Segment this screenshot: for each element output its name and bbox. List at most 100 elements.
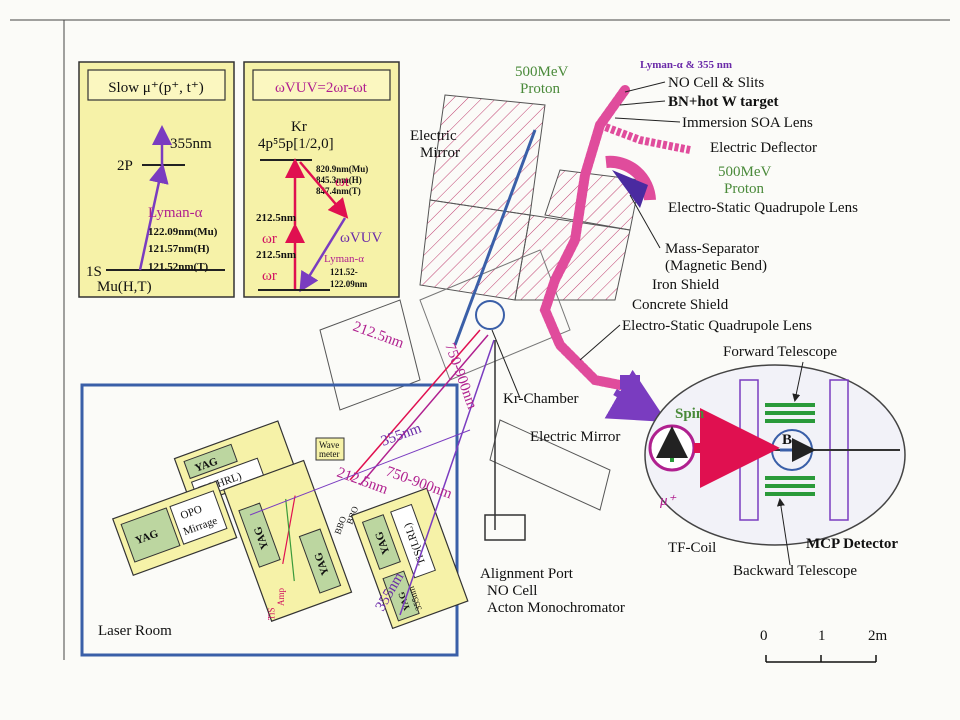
beam-355-a-label: 355nm bbox=[379, 420, 424, 449]
label-proton-right-2: Proton bbox=[724, 181, 765, 197]
arrow-to-detector bbox=[604, 369, 668, 422]
beam-212-b-label: 212.5nm bbox=[335, 465, 391, 498]
label-no-cell: NO Cell bbox=[487, 583, 537, 599]
lrl-laser-table: YAG TiS(LRL) YAG 355nm bbox=[350, 487, 469, 630]
proton-beamline bbox=[598, 121, 691, 154]
label-soa-lens: Immersion SOA Lens bbox=[682, 115, 813, 131]
label-proton-top-1: 500MeV bbox=[515, 64, 568, 80]
slow-muon-title: Slow μ⁺(p⁺, t⁺) bbox=[108, 80, 204, 96]
lower-212nm: 212.5nm bbox=[256, 249, 296, 261]
label-forward-telescope: Forward Telescope bbox=[723, 344, 837, 360]
beam-750-path bbox=[359, 334, 489, 486]
laser-room-title: Laser Room bbox=[98, 623, 172, 639]
shield-block-3 bbox=[514, 214, 631, 301]
label-electric-mirror-bottom: Electric Mirror bbox=[530, 429, 620, 445]
transport-beamline bbox=[539, 85, 630, 390]
label-target: BN+hot W target bbox=[668, 94, 779, 110]
shield-blocks bbox=[319, 94, 641, 511]
label-mass-separator-2: (Magnetic Bend) bbox=[665, 258, 767, 274]
label-omega-vuv: ωVUV bbox=[340, 230, 383, 246]
leader-forward-tel bbox=[792, 361, 804, 402]
leader-mass-sep bbox=[629, 194, 661, 249]
amp-laser-table: YAG YAG Amp TiS bbox=[223, 459, 353, 622]
scale-bar: 0 1 2m bbox=[760, 628, 888, 663]
beamline bbox=[453, 85, 691, 541]
scale-tick-1: 1 bbox=[818, 628, 826, 644]
beamline-labels: Lyman-α & 355 nm 500MeV Proton NO Cell &… bbox=[410, 59, 898, 616]
wl-mu: 122.09nm(Mu) bbox=[148, 226, 218, 238]
label-lyman-alpha-mu: Lyman-α bbox=[148, 205, 203, 221]
label-esq-lens-top: Electro-Static Quadrupole Lens bbox=[668, 200, 858, 216]
quadrupole-lens-magnet bbox=[612, 170, 648, 208]
label-concrete-shield: Concrete Shield bbox=[632, 297, 729, 313]
wl-820: 820.9nm(Mu) bbox=[316, 164, 368, 174]
label-electric-mirror-top-2: Mirror bbox=[420, 145, 460, 161]
leader-esq bbox=[579, 324, 621, 361]
laser-room-wall bbox=[80, 383, 459, 657]
panel-krypton: ωVUV=2ωr-ωt Kr 4p⁵5p[1/2,0] 820.9nm(Mu) … bbox=[243, 61, 400, 298]
wl-h: 121.57nm(H) bbox=[148, 243, 210, 255]
tis-label: TiS bbox=[266, 607, 276, 620]
beam-hrl-path bbox=[249, 429, 471, 516]
leader-target bbox=[619, 100, 666, 106]
laser-room: Laser Room YAG TiS(HRL) YAG OPO Mirrage … bbox=[80, 319, 495, 657]
mu-plus-label: μ⁺ bbox=[659, 493, 677, 509]
label-monochromator: Acton Monochromator bbox=[487, 600, 625, 616]
wave-meter-box bbox=[315, 437, 345, 461]
electric-mirror-bottom-box bbox=[620, 375, 640, 389]
kr-species: Kr bbox=[291, 119, 307, 135]
iron-shield-outline bbox=[419, 249, 571, 381]
lower-omega-r: ωr bbox=[262, 268, 277, 284]
wave-meter-label-2: meter bbox=[319, 449, 340, 459]
panel-slow-muon: Slow μ⁺(p⁺, t⁺) 2P 1S Mu(H,T) 355nm Lyma… bbox=[78, 61, 235, 298]
label-iron-shield: Iron Shield bbox=[652, 277, 720, 293]
kr-chamber bbox=[475, 300, 505, 330]
b-field-label: B bbox=[782, 432, 792, 448]
wl-845: 845.3nm(H) bbox=[316, 175, 362, 185]
opo-laser-table: YAG OPO Mirrage bbox=[111, 480, 238, 577]
label-no-cell-slits: NO Cell & Slits bbox=[668, 75, 764, 91]
kr-state: 4p⁵5p[1/2,0] bbox=[258, 136, 334, 152]
upper-212nm: 212.5nm bbox=[256, 212, 296, 224]
label-esq-lens-bottom: Electro-Static Quadrupole Lens bbox=[622, 318, 812, 334]
beam-212-a-label: 212.5nm bbox=[351, 319, 407, 352]
beam-212-path bbox=[349, 329, 481, 481]
wl-t: 121.52nm(T) bbox=[148, 261, 209, 273]
beam-to-kr-chamber bbox=[453, 129, 537, 346]
ground-species-label: Mu(H,T) bbox=[97, 279, 152, 295]
detector-region: Spin μ⁺ B bbox=[644, 364, 906, 546]
level-1s-label: 1S bbox=[86, 264, 102, 280]
label-proton-right-1: 500MeV bbox=[718, 164, 771, 180]
spin-label: Spin bbox=[675, 406, 705, 422]
scale-tick-2: 2m bbox=[868, 628, 888, 644]
leader-backward-tel bbox=[776, 498, 791, 566]
kr-lyman-range-1: 121.52- bbox=[330, 267, 358, 277]
kr-lyman-range-2: 122.09nm bbox=[330, 279, 368, 289]
magnetic-bend bbox=[605, 155, 656, 201]
upper-omega-r: ωr bbox=[262, 231, 277, 247]
label-mcp-detector: MCP Detector bbox=[806, 536, 898, 552]
shield-block-4 bbox=[544, 169, 641, 231]
label-electric-mirror-top-1: Electric bbox=[410, 128, 457, 144]
scale-tick-0: 0 bbox=[760, 628, 768, 644]
label-backward-telescope: Backward Telescope bbox=[733, 563, 857, 579]
kr-lyman-alpha: Lyman-α bbox=[324, 253, 364, 265]
beam-355-path bbox=[399, 339, 495, 616]
label-omega-t: ωt bbox=[335, 174, 350, 190]
arrow-lyman-alpha bbox=[138, 163, 169, 271]
alignment-port-box bbox=[484, 514, 526, 541]
concrete-block-2 bbox=[489, 419, 611, 511]
leader-soa bbox=[614, 117, 681, 123]
wl-847: 847.4nm(T) bbox=[316, 186, 361, 196]
arrow-omega-vuv bbox=[299, 217, 347, 293]
leader-kr-chamber bbox=[491, 329, 521, 399]
level-2p-label: 2P bbox=[117, 158, 133, 174]
label-lyman-355: Lyman-α & 355 nm bbox=[640, 59, 732, 71]
amp-label: Amp bbox=[276, 587, 286, 606]
label-355nm: 355nm bbox=[170, 136, 212, 152]
label-tf-coil: TF-Coil bbox=[668, 540, 716, 556]
label-alignment-port: Alignment Port bbox=[480, 566, 574, 582]
leader-no-cell bbox=[624, 81, 666, 93]
